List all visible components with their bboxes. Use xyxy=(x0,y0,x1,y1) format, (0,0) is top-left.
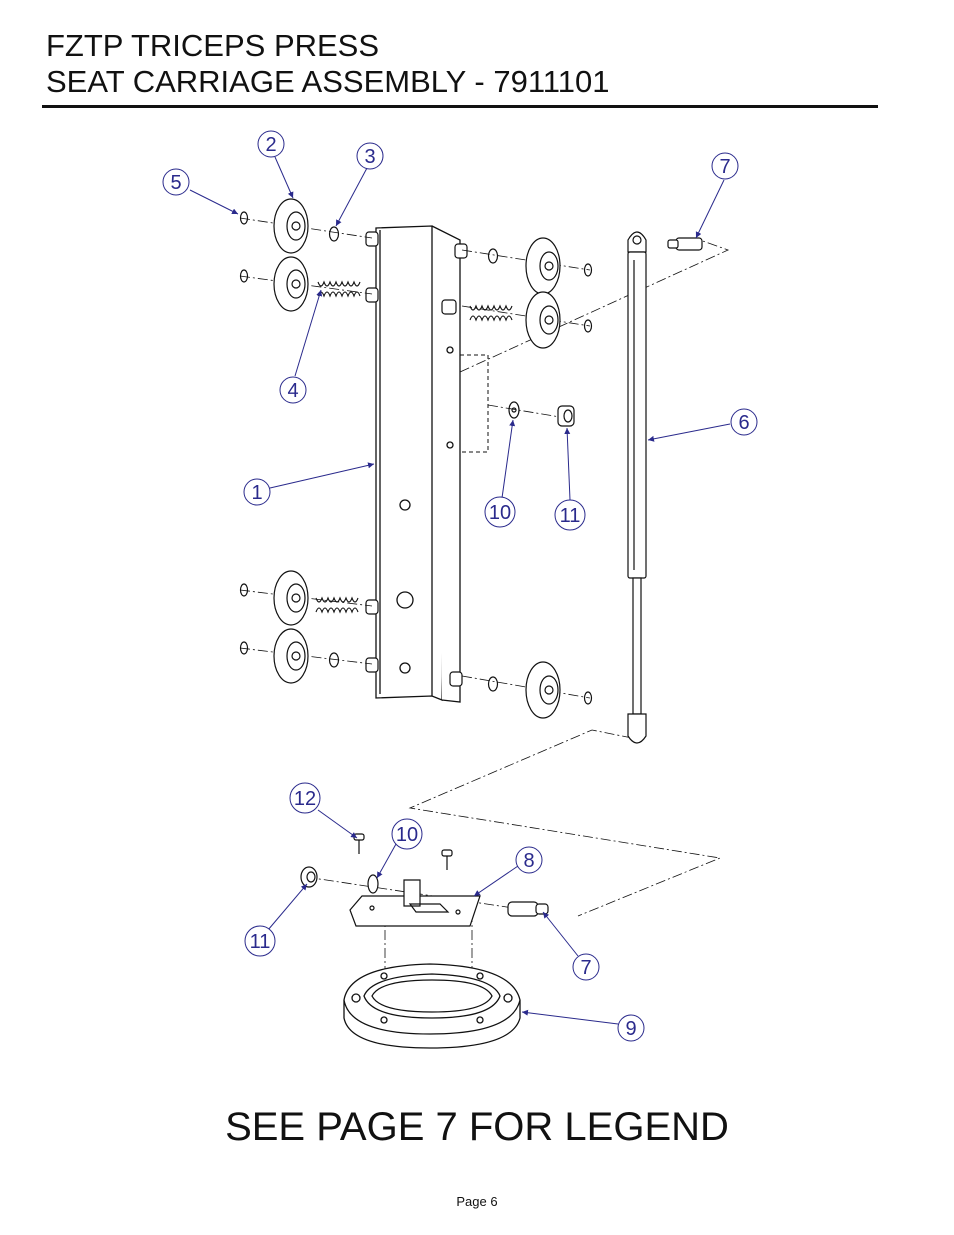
callout-7-top: 7 xyxy=(711,152,739,180)
seat-pad xyxy=(343,963,521,1049)
callout-4: 4 xyxy=(279,376,307,404)
callout-11-top: 11 xyxy=(554,499,586,531)
right-rollers xyxy=(525,237,561,719)
callout-6: 6 xyxy=(730,408,758,436)
svg-text:7: 7 xyxy=(580,957,591,979)
page-number: Page 6 xyxy=(456,1194,498,1209)
callout-8: 8 xyxy=(515,846,543,874)
svg-text:10: 10 xyxy=(396,824,418,846)
svg-text:10: 10 xyxy=(489,502,511,524)
svg-text:2: 2 xyxy=(265,134,276,156)
svg-text:1: 1 xyxy=(251,482,262,504)
callout-12: 12 xyxy=(289,782,321,814)
carriage-tube xyxy=(375,225,461,703)
leader-lines xyxy=(189,156,731,1025)
svg-text:5: 5 xyxy=(170,172,181,194)
svg-text:11: 11 xyxy=(250,931,271,953)
svg-text:8: 8 xyxy=(523,850,534,872)
callout-7-bottom: 7 xyxy=(572,953,600,981)
document-title-line2: SEAT CARRIAGE ASSEMBLY - 7911101 xyxy=(46,64,610,99)
document-title-line1: FZTP TRICEPS PRESS xyxy=(46,28,380,63)
svg-text:12: 12 xyxy=(294,788,316,810)
callout-10-bottom: 10 xyxy=(391,818,423,850)
callout-1: 1 xyxy=(243,478,271,506)
callout-5: 5 xyxy=(162,168,190,196)
svg-text:4: 4 xyxy=(287,380,298,402)
svg-text:11: 11 xyxy=(560,505,581,527)
callout-2: 2 xyxy=(257,130,285,158)
svg-text:9: 9 xyxy=(625,1018,636,1040)
legend-note: SEE PAGE 7 FOR LEGEND xyxy=(225,1105,729,1149)
title-underline xyxy=(42,105,878,108)
callout-9: 9 xyxy=(617,1014,645,1042)
left-rollers xyxy=(273,198,309,684)
svg-text:7: 7 xyxy=(719,156,730,178)
svg-text:3: 3 xyxy=(364,146,375,168)
callout-3: 3 xyxy=(356,142,384,170)
seat-plate xyxy=(349,879,481,927)
svg-text:6: 6 xyxy=(738,412,749,434)
springs xyxy=(315,280,513,614)
gas-spring xyxy=(627,231,647,744)
callout-11-bottom: 11 xyxy=(244,925,276,957)
callout-10-top: 10 xyxy=(484,496,516,528)
